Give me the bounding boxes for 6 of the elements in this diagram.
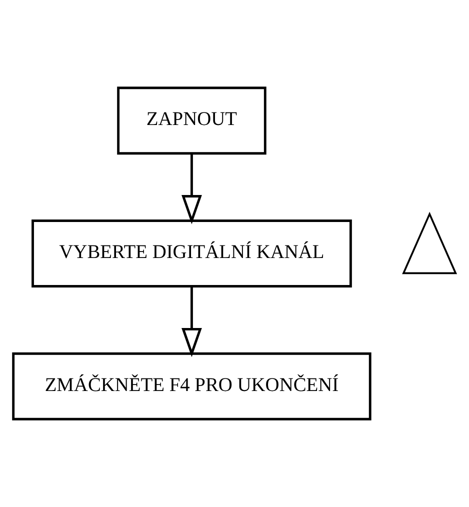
node-box: VYBERTE DIGITÁLNÍ KANÁL — [32, 220, 352, 288]
node-triangle — [402, 212, 458, 274]
arrow — [182, 153, 202, 224]
arrow — [182, 286, 202, 358]
node-box: ZAPNOUT — [117, 86, 266, 155]
node-box: ZMÁČKNĚTE F4 PRO UKONČENÍ — [12, 352, 372, 420]
